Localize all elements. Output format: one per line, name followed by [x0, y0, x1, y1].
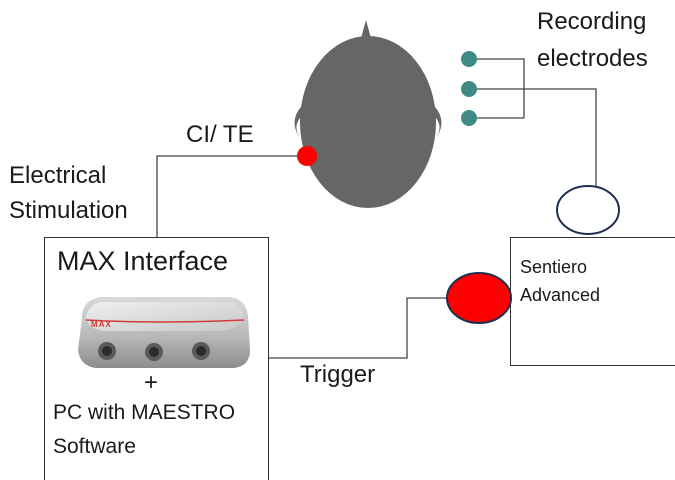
electrode-wire-middle: [469, 88, 597, 186]
recording-electrodes-label-line1: Recording: [537, 8, 647, 35]
max-interface-title: MAX Interface: [57, 246, 229, 276]
electrode-wire-top: [469, 58, 525, 118]
pc-software-label-line2: Software: [53, 435, 136, 458]
device-brand-logo: MAX: [91, 320, 112, 329]
pc-software-label-line1: PC with MAESTRO: [53, 401, 236, 424]
device-connector-1: [98, 342, 116, 360]
head-illustration: [294, 20, 442, 208]
recording-electrode-1: [461, 51, 477, 67]
device-connector-3: [192, 342, 210, 360]
device-connector-2: [145, 343, 163, 361]
sentiero-input-port: [556, 185, 620, 235]
head-shape: [300, 36, 436, 208]
plus-sign: +: [144, 369, 159, 396]
stimulation-electrode: [297, 146, 317, 166]
sentiero-label-line1: Sentiero: [520, 257, 588, 277]
sentiero-label-line2: Advanced: [520, 285, 601, 305]
trigger-wire: [268, 297, 447, 359]
recording-electrodes-label-line2: electrodes: [537, 45, 648, 72]
electrical-stimulation-label-line1: Electrical: [9, 162, 107, 189]
ci-te-label: CI/ TE: [186, 121, 254, 148]
trigger-label: Trigger: [300, 361, 376, 388]
recording-electrode-2: [461, 81, 477, 97]
wires: [156, 58, 597, 359]
recording-electrode-3: [461, 110, 477, 126]
stimulation-wire: [156, 155, 307, 238]
trigger-port: [446, 272, 512, 324]
electrical-stimulation-label-line2: Stimulation: [9, 197, 128, 224]
max-device-image: [78, 297, 250, 368]
